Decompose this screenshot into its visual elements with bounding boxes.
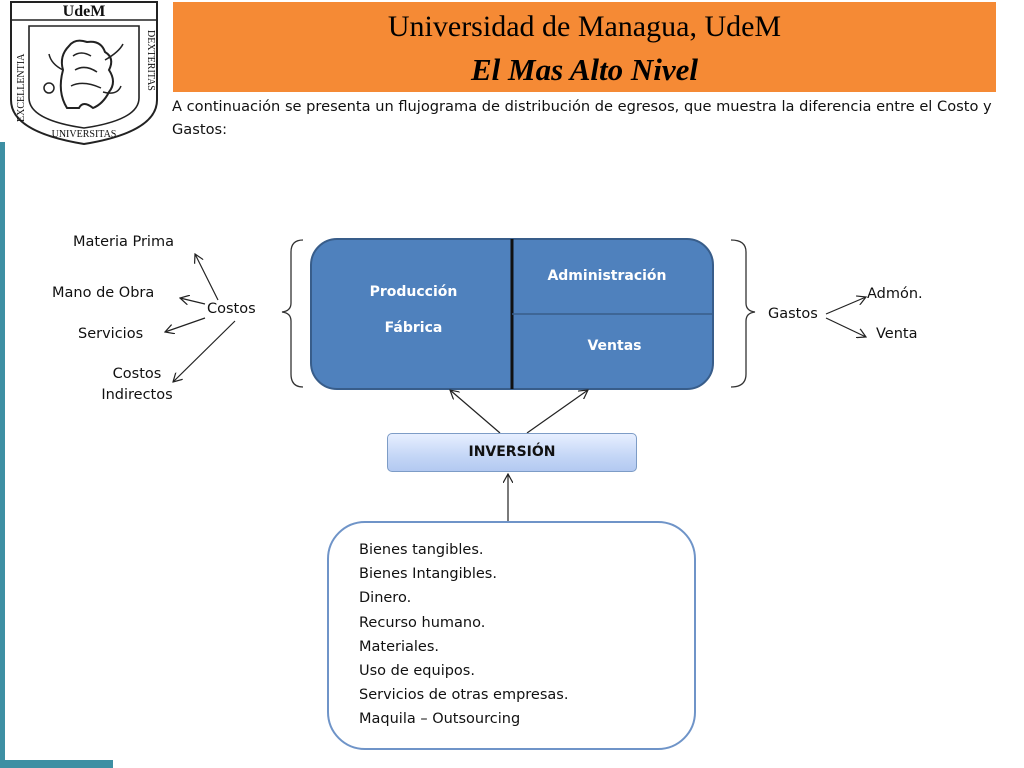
center-fabrica: Fábrica (384, 320, 443, 336)
costos-item-indirectos: Costos Indirectos (101, 366, 173, 403)
arrow-mano-de-obra (180, 298, 206, 304)
intro-paragraph: A continuación se presenta un flujograma… (172, 98, 992, 138)
list-item: Bienes tangibles. (359, 542, 484, 558)
page-subtitle: El Mas Alto Nivel (470, 52, 699, 87)
list-item: Servicios de otras empresas. (359, 687, 569, 704)
arrow-materia-prima (195, 254, 219, 301)
logo-right-text: DEXTERITAS (145, 30, 156, 91)
page-title: Universidad de Managua, UdeM (387, 10, 782, 43)
arrow-venta (825, 317, 866, 337)
logo-left-text: EXCELLENTIA (16, 53, 27, 122)
list-item: Bienes Intangibles. (359, 566, 497, 583)
arrow-inversion-right (526, 390, 588, 434)
gastos-label: Gastos (768, 306, 818, 322)
left-accent-bar (0, 142, 5, 768)
list-item: Dinero. (359, 590, 412, 607)
center-produccion: Producción (369, 284, 458, 300)
udem-seal-logo: UdeM EXCELLENTIA DEXTERITAS UNIVERSITAS (10, 1, 158, 146)
resources-box: Bienes tangibles. Bienes Intangibles. Di… (327, 521, 696, 750)
center-ventas: Ventas (587, 338, 642, 354)
gastos-item-admon: Admón. (867, 286, 923, 302)
costos-item-materia-prima: Materia Prima (73, 234, 174, 250)
list-item: Uso de equipos. (359, 663, 475, 680)
list-item: Materiales. (359, 638, 439, 655)
inversion-box: INVERSIÓN (387, 433, 637, 472)
list-item: Maquila – Outsourcing (359, 711, 521, 728)
arrow-costos-indirectos (173, 320, 236, 382)
center-administracion: Administración (547, 268, 667, 284)
logo-top-text: UdeM (63, 3, 106, 20)
gastos-item-venta: Venta (876, 326, 918, 342)
header-band (173, 2, 996, 92)
arrow-servicios (165, 317, 206, 332)
bottom-accent-bar (0, 760, 113, 768)
list-item: Recurso humano. (359, 614, 486, 631)
logo-bottom-text: UNIVERSITAS (52, 129, 117, 140)
left-brace (281, 239, 304, 388)
resources-list: Bienes tangibles. Bienes Intangibles. Di… (359, 538, 568, 732)
arrow-inversion-left (450, 390, 501, 434)
costos-label: Costos (207, 301, 256, 317)
right-brace (730, 239, 756, 388)
costos-item-servicios: Servicios (78, 326, 144, 342)
arrow-admon (825, 297, 866, 315)
costos-item-mano-de-obra: Mano de Obra (52, 285, 155, 301)
